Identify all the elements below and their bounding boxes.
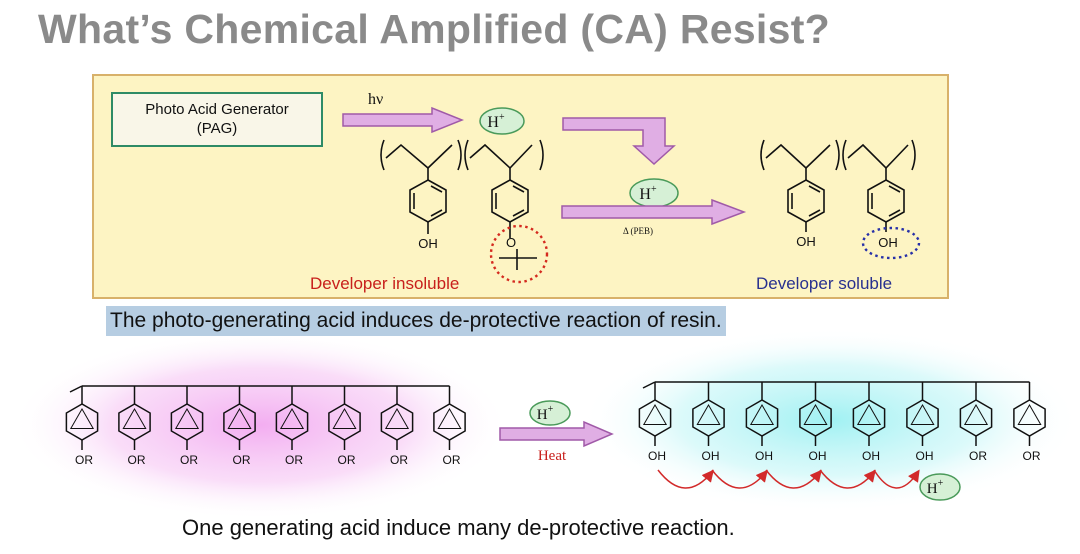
bent-arrow [562,117,676,166]
insoluble-highlight-circle [489,224,549,284]
pag-box [111,92,323,147]
right-chain-ring-bonds [642,403,668,425]
proton-label-1: H+ [487,112,505,131]
right-chain-ring-bonds [749,403,775,425]
left-chain-ring-bonds [227,407,252,429]
proton-hop-arc [765,469,822,489]
left-chain-substituent-label: OR [233,453,251,467]
cyan-glow [580,328,1080,512]
proton-badge-4 [919,473,961,501]
light-label: hν [368,91,383,108]
right-chain-substituent-label: OH [862,449,880,463]
left-oh-label: OH [418,236,438,251]
caption-acid-deprotection: The photo-generating acid induces de-pro… [106,306,726,336]
heat-label: Heat [538,448,567,464]
right-chain-ring-bonds [856,403,882,425]
pag-label-line2: (PAG) [197,120,238,137]
left-polymer [380,139,544,270]
left-chain-substituent-label: OR [128,453,146,467]
right-chain-substituent-label: OH [916,449,934,463]
proton-hop-arc [873,469,920,489]
right-oh-label-2: OH [878,235,898,250]
left-chain-ring-bonds [437,407,462,429]
peb-arrow [561,198,747,226]
left-chain-backbone-start [69,385,83,393]
left-chain-substituent-label: OR [285,453,303,467]
right-chain-ring-bonds [910,403,935,425]
proton-badge-1 [479,107,525,135]
proton-hop-arc [657,469,714,489]
right-oh-label-1: OH [796,234,816,249]
slide-title: What’s Chemical Amplified (CA) Resist? [38,6,831,52]
heat-arrow [499,420,614,448]
proton-label-3: H+ [537,404,554,423]
left-chain-ring-bonds [174,407,200,429]
right-chain-substituent-label: OH [648,449,666,463]
right-chain-ring-bonds [803,403,828,425]
proton-label-4: H+ [927,478,944,497]
pag-label-line1: Photo Acid Generator [145,101,288,118]
peb-label: Δ (PEB) [623,226,653,236]
left-chain-ring-bonds [384,407,410,429]
insoluble-label: Developer insoluble [310,274,459,293]
left-chain-substituent-label: OR [75,453,93,467]
proton-label-2: H+ [639,184,657,203]
left-chain-ring-bonds [279,407,305,429]
right-chain-substituent-label: OH [755,449,773,463]
left-chain-ring-bonds [122,407,147,429]
right-chain-ring-bonds [696,403,721,425]
left-chain-ring-bonds [69,407,95,429]
left-chain-substituent-label: OR [338,453,356,467]
right-chain-substituent-label: OH [809,449,827,463]
right-chain-substituent-label: OR [1023,449,1041,463]
proton-hop-arcs [657,469,920,489]
proton-hop-arc [711,469,768,489]
right-chain-ring-bonds [963,403,989,425]
soluble-highlight-circle [861,226,921,260]
left-chain-substituent-label: OR [443,453,461,467]
left-chain-ring-bonds [332,407,357,429]
left-chain-substituent-label: OR [180,453,198,467]
bottom-left-chain: OR OR OR OR OR OR OR OR [65,385,466,467]
proton-badge-3 [529,400,571,426]
right-chain-backbone-start [642,381,656,389]
right-chain-ring-bonds [1017,403,1042,425]
right-chain-substituent-label: OH [702,449,720,463]
caption-amplification: One generating acid induce many de-prote… [182,515,735,540]
right-chain-substituent-label: OR [969,449,987,463]
bottom-right-chain: OH OH OH OH OH OH OR OR [638,381,1046,463]
left-ester-o-label: O [506,235,516,250]
left-chain-substituent-label: OR [390,453,408,467]
light-arrow [342,106,465,134]
soluble-label: Developer soluble [756,274,892,293]
right-polymer [760,139,916,232]
proton-hop-arc [819,469,876,489]
pink-glow [10,330,510,520]
